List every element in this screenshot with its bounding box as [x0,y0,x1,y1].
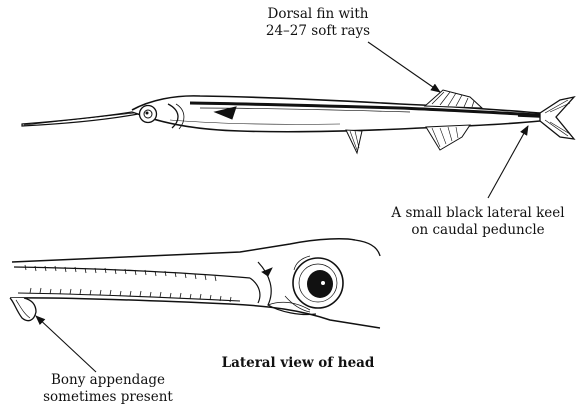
dorsal-fin-arrow [368,42,440,92]
appendage-label-line1: Bony appendage [18,372,198,389]
keel-label-line1: A small black lateral keel [378,205,578,222]
dorsal-fin-label-line1: Dorsal fin with [218,6,418,23]
dorsal-fin-label: Dorsal fin with 24–27 soft rays [218,6,418,40]
appendage-label: Bony appendage sometimes present [18,372,198,406]
head-view-caption: Lateral view of head [198,355,398,372]
appendage-arrow [36,316,96,372]
dorsal-fin-label-line2: 24–27 soft rays [218,23,418,40]
head-view-caption-text: Lateral view of head [198,355,398,372]
head-detail [10,239,380,328]
keel-label: A small black lateral keel on caudal ped… [378,205,578,239]
needlefish-body [22,90,574,153]
keel-arrow [488,126,528,198]
keel-label-line2: on caudal peduncle [378,222,578,239]
appendage-label-line2: sometimes present [18,389,198,406]
